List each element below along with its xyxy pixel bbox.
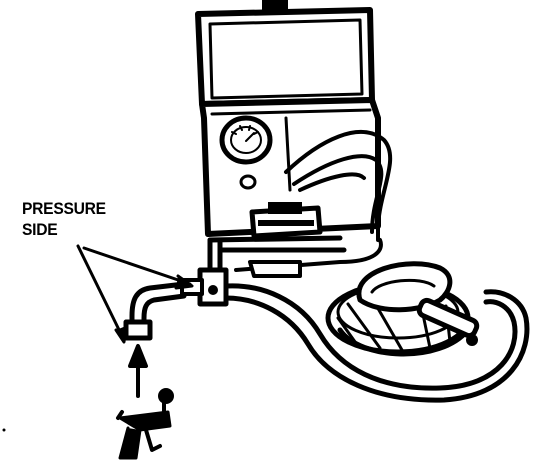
- coiled-hoses: [234, 130, 393, 272]
- upward-arrow: [128, 344, 148, 398]
- spray-gun-icon: [116, 388, 174, 460]
- hose-clamp: [248, 260, 302, 278]
- pressure-side-callout: PRESSURE SIDE: [22, 198, 106, 240]
- callout-line-1: PRESSURE: [22, 199, 106, 218]
- gauge-icon: [219, 115, 273, 165]
- lid-latch: [262, 0, 288, 14]
- callout-line-2: SIDE: [22, 220, 58, 239]
- arrow-icon: [76, 244, 194, 344]
- return-hose: [223, 283, 530, 403]
- stray-dot: [2, 428, 6, 432]
- pressure-side-hose: [123, 281, 187, 341]
- control-knob: [239, 174, 257, 190]
- tester-case-lid: [195, 0, 375, 107]
- pump-icon: [325, 261, 480, 357]
